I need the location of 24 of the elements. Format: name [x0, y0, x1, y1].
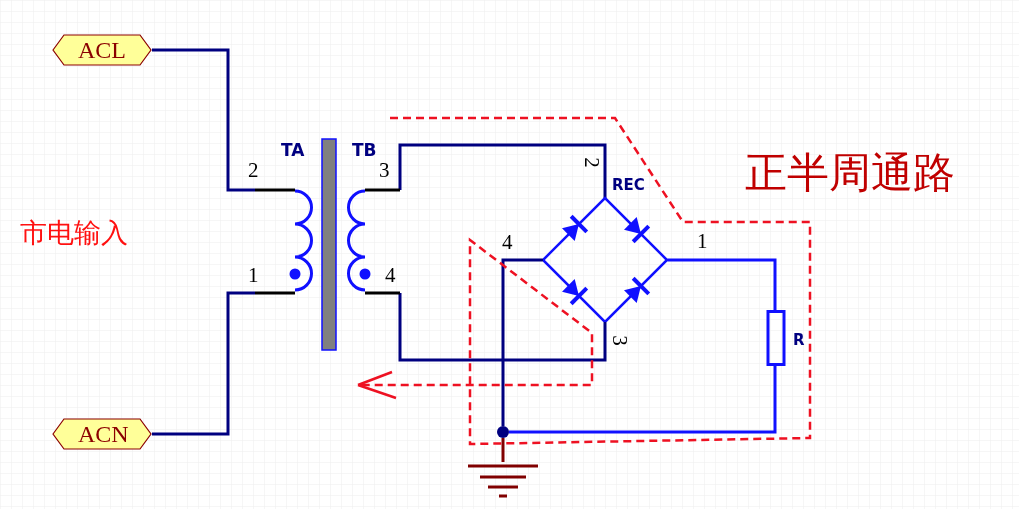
title-label: 市电输入: [20, 218, 128, 248]
winding-label: TB: [352, 142, 377, 158]
wire: [667, 258, 777, 310]
pin-number: 1: [248, 265, 259, 286]
component-label: REC: [612, 177, 645, 193]
wire: [152, 291, 255, 436]
pin-number: 2: [580, 157, 602, 168]
port-label: ACL: [52, 34, 152, 66]
wire: [398, 293, 607, 362]
wire: [398, 143, 607, 198]
wire: [152, 48, 255, 192]
title-label: 正半周通路: [745, 150, 955, 196]
pin-number: 2: [248, 160, 259, 181]
pin-number: 3: [379, 160, 390, 181]
wire: [501, 258, 543, 426]
winding-label: TA: [281, 142, 305, 158]
wire: [501, 438, 505, 462]
wire: [509, 366, 777, 434]
pin-number: 4: [502, 232, 513, 253]
pin-number: 1: [697, 231, 708, 252]
component-label: R: [793, 332, 805, 348]
pin-number: 4: [385, 265, 396, 286]
pin-number: 3: [608, 335, 630, 346]
port-label: ACN: [52, 418, 152, 450]
